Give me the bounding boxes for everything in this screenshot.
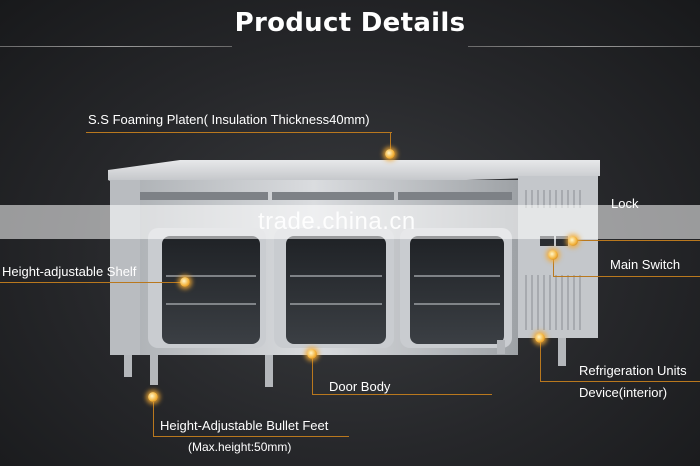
callout-door: Door Body (329, 379, 391, 394)
page-title: Product Details (234, 8, 466, 38)
callout-shelf-line (0, 282, 185, 283)
callout-platen-line-v (390, 132, 391, 154)
callout-door-line-h (312, 394, 492, 395)
callout-refrigeration-line2: Device(interior) (579, 385, 668, 400)
callout-platen: S.S Foaming Platen( Insulation Thickness… (88, 112, 370, 127)
callout-feet-line-v (153, 402, 154, 436)
callout-main-switch-line-h (553, 276, 700, 277)
callout-platen-marker (385, 149, 395, 159)
callout-refrigeration-line-h (540, 381, 700, 382)
callout-platen-line-h (86, 132, 392, 133)
watermark-band (0, 205, 700, 239)
callout-lock-line (576, 240, 700, 241)
callout-lock: Lock (611, 196, 639, 211)
callout-door-line-v (312, 358, 313, 394)
callout-feet-line1: Height-Adjustable Bullet Feet (160, 418, 329, 433)
callout-main-switch: Main Switch (610, 257, 681, 272)
callout-main-switch-marker (548, 250, 558, 260)
callout-feet-marker (148, 392, 158, 402)
callout-lock-marker (568, 236, 578, 246)
watermark: trade.china.cn (258, 208, 416, 235)
callout-door-marker (307, 349, 317, 359)
title-rule-left (0, 46, 232, 47)
callout-refrigeration-marker (535, 333, 545, 343)
callout-shelf: Height-adjustable Shelf (2, 264, 137, 279)
callout-refrigeration-line1: Refrigeration Units (579, 363, 687, 378)
callout-shelf-marker (180, 277, 190, 287)
callout-feet-line2: (Max.height:50mm) (188, 440, 292, 454)
title-rule-right (468, 46, 700, 47)
callout-feet-line-h (153, 436, 349, 437)
callout-refrigeration-line-v (540, 342, 541, 381)
callout-main-switch-line-v (553, 255, 554, 276)
